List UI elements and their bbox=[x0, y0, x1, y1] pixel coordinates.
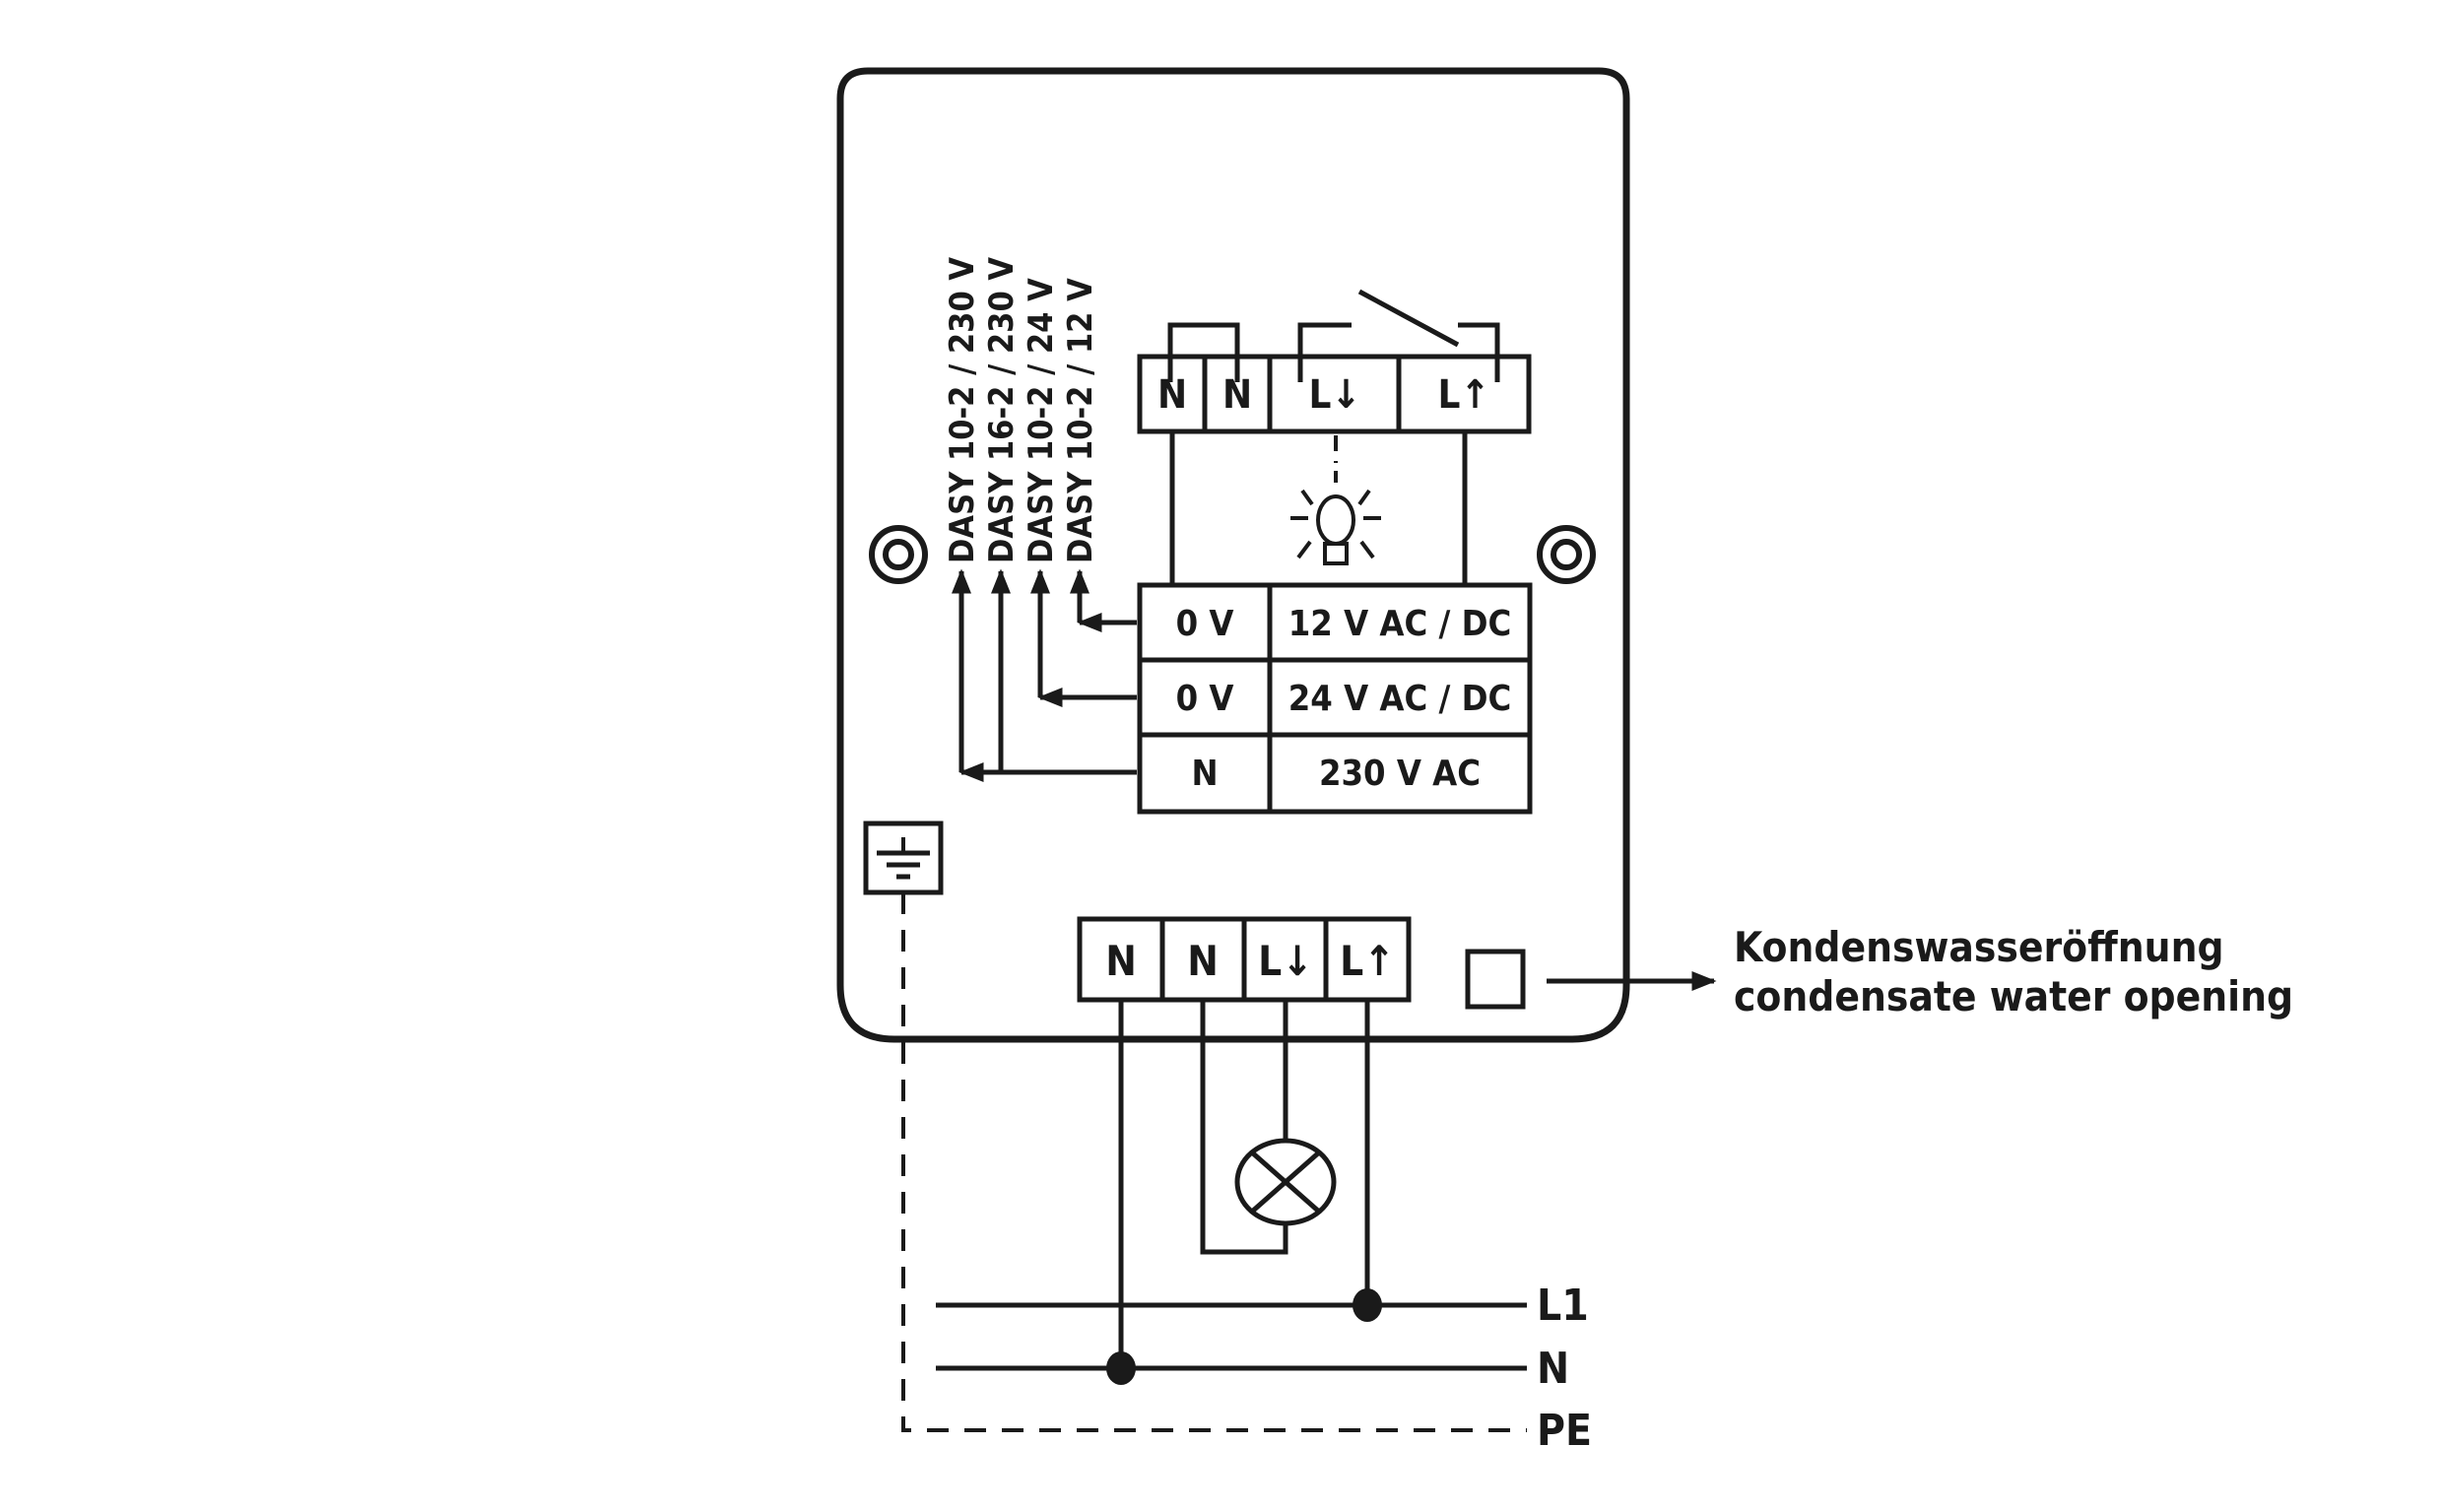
supply-voltage-table: 0 V 12 V AC / DC 0 V 24 V AC / DC N 230 … bbox=[1137, 582, 1533, 815]
model-label: DASY 10-2 / 230 V bbox=[943, 257, 982, 563]
supply-left-cell: 0 V bbox=[1176, 679, 1234, 719]
upper-terminal-block: N N L↓ L↑ bbox=[1137, 354, 1532, 434]
junction-dot bbox=[1353, 1288, 1382, 1322]
supply-right-cell: 230 V AC bbox=[1319, 754, 1481, 794]
model-labels: DASY 10-2 / 230 V DASY 16-2 / 230 V DASY… bbox=[943, 257, 1100, 563]
terminal-label: L↑ bbox=[1340, 937, 1395, 985]
supply-right-cell: 12 V AC / DC bbox=[1288, 604, 1512, 644]
pe-line bbox=[901, 892, 1527, 1432]
junction-dot bbox=[1106, 1351, 1136, 1385]
lamp-icon bbox=[1290, 435, 1381, 565]
model-arrows bbox=[952, 568, 1137, 782]
supply-left-cell: 0 V bbox=[1176, 604, 1234, 644]
model-label: DASY 10-2 / 24 V bbox=[1022, 278, 1061, 563]
condensate-label-en: condensate water opening bbox=[1734, 972, 2293, 1020]
housing-outline bbox=[836, 67, 1630, 1043]
bus-label: N bbox=[1537, 1344, 1569, 1394]
terminal-label: N bbox=[1157, 372, 1187, 418]
terminal-label: N bbox=[1187, 937, 1219, 985]
model-label: DASY 16-2 / 230 V bbox=[982, 257, 1022, 563]
bus-label: L1 bbox=[1537, 1281, 1589, 1331]
supply-right-cell: 24 V AC / DC bbox=[1288, 679, 1512, 719]
terminal-label: N bbox=[1105, 937, 1137, 985]
terminal-label: L↓ bbox=[1258, 937, 1313, 985]
mounting-hole-icon bbox=[1537, 525, 1596, 584]
terminal-label: L↑ bbox=[1437, 372, 1489, 418]
earth-ground-icon bbox=[863, 821, 944, 895]
field-wiring bbox=[1118, 1000, 1370, 1368]
lamp-load-icon bbox=[1234, 1138, 1337, 1226]
model-label: DASY 10-2 / 12 V bbox=[1061, 278, 1100, 563]
terminal-label: L↓ bbox=[1308, 372, 1360, 418]
lower-terminal-block: N N L↓ L↑ bbox=[1077, 916, 1412, 1003]
condensate-label-de: Kondenswasseröffnung bbox=[1734, 923, 2224, 971]
switch-contact-icon bbox=[1167, 289, 1500, 382]
mounting-hole-icon bbox=[869, 525, 928, 584]
terminal-label: N bbox=[1222, 372, 1252, 418]
supply-left-cell: N bbox=[1191, 754, 1218, 794]
bus-label: PE bbox=[1537, 1406, 1592, 1456]
condensate-opening bbox=[1465, 949, 1526, 1010]
